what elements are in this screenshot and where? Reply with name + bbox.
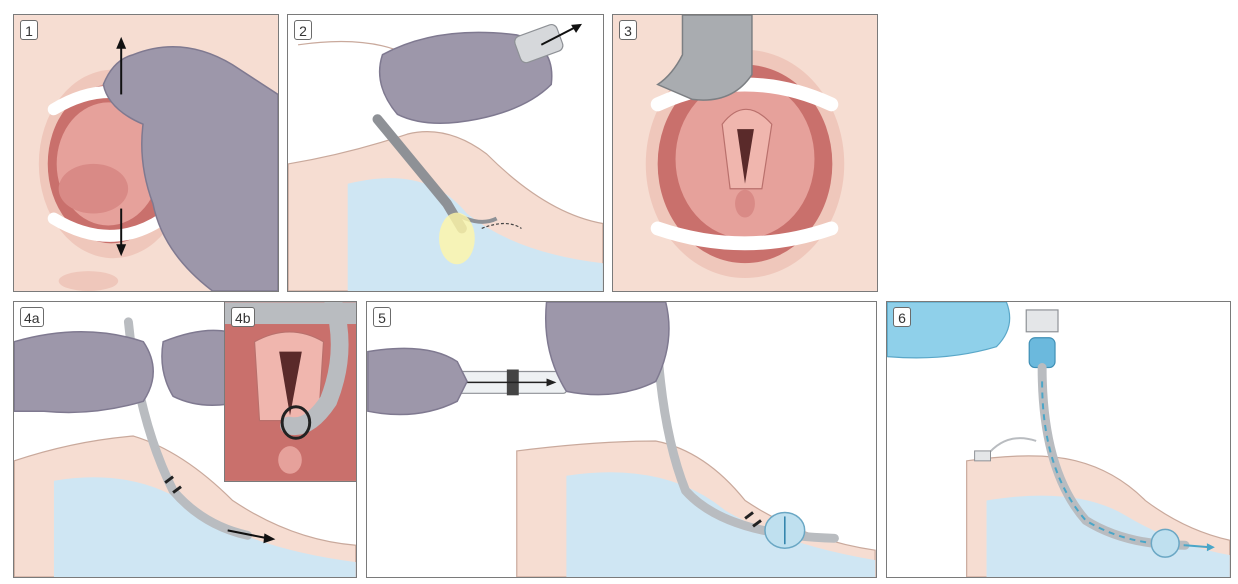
step-label-3: 3 bbox=[619, 20, 637, 40]
panel-4b-inset-glottis: 4b bbox=[224, 301, 357, 482]
cuff-inflation-illustration bbox=[367, 302, 876, 577]
panel-3-glottis-view: 3 bbox=[612, 14, 878, 292]
glottis-view-illustration bbox=[613, 15, 877, 291]
panel-6-ventilation: 6 bbox=[886, 301, 1231, 578]
step-label-1: 1 bbox=[20, 20, 38, 40]
step-label-5: 5 bbox=[373, 307, 391, 327]
inset-glottis-illustration bbox=[225, 302, 356, 481]
panel-1-mouth-opening: 1 bbox=[13, 14, 279, 292]
laryngoscope-insertion-illustration bbox=[288, 15, 603, 291]
panel-2-laryngoscope-insertion: 2 bbox=[287, 14, 604, 292]
panel-5-cuff-inflation: 5 bbox=[366, 301, 877, 578]
step-label-4b: 4b bbox=[231, 307, 255, 327]
step-label-4a: 4a bbox=[20, 307, 44, 327]
step-label-6: 6 bbox=[893, 307, 911, 327]
step-label-2: 2 bbox=[294, 20, 312, 40]
ventilation-illustration bbox=[887, 302, 1230, 577]
mouth-opening-illustration bbox=[14, 15, 278, 291]
